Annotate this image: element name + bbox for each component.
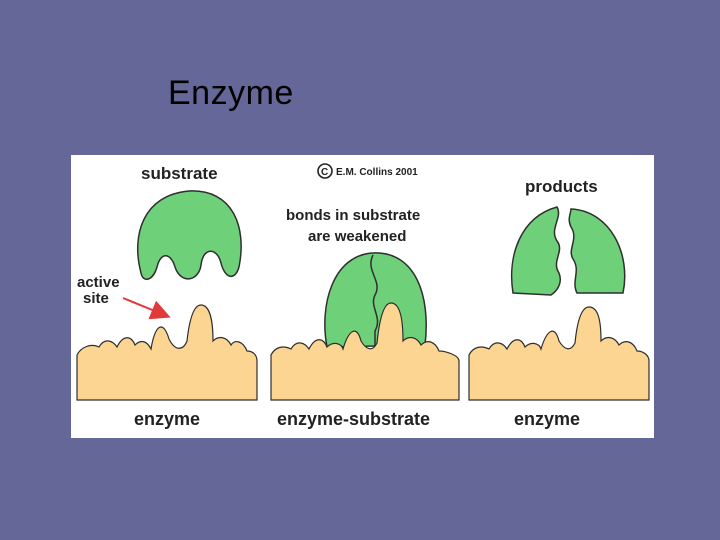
weakened-bond-line	[370, 254, 379, 347]
panel2-top-label-line1: bonds in substrate	[286, 207, 420, 224]
copyright-symbol: C	[321, 167, 328, 178]
panel3-top-label: products	[525, 177, 598, 196]
panel1-top-label: substrate	[141, 164, 218, 183]
arrow-icon	[122, 297, 171, 320]
active-site-label-line2: site	[83, 290, 109, 307]
panel3-bottom-label: enzyme	[514, 409, 580, 429]
slide-title: Enzyme	[168, 74, 294, 112]
copyright-text: E.M. Collins 2001	[336, 167, 418, 178]
panel1-bottom-label: enzyme	[134, 409, 200, 429]
enzyme-shape	[76, 304, 258, 401]
substrate-shape	[137, 190, 242, 280]
panel-3: products enzyme	[468, 177, 650, 429]
panel-1: substrate active site enzyme	[76, 164, 258, 429]
copyright-icon	[317, 163, 333, 179]
enzyme-substrate-enzyme-shape	[270, 302, 460, 401]
enzyme-diagram: substrate active site enzyme C E.M. Coll…	[71, 155, 654, 438]
product-fragment-right	[568, 208, 626, 294]
panel2-top-label-line2: are weakened	[308, 228, 406, 245]
active-site-label-line1: active	[77, 274, 120, 291]
enzyme-diagram-svg: substrate active site enzyme C E.M. Coll…	[76, 163, 650, 429]
product-fragment-left	[510, 206, 562, 296]
panel-2: C E.M. Collins 2001 bonds in substrate a…	[270, 163, 460, 429]
free-enzyme-shape	[468, 306, 650, 401]
panel2-bottom-label: enzyme-substrate	[277, 409, 430, 429]
